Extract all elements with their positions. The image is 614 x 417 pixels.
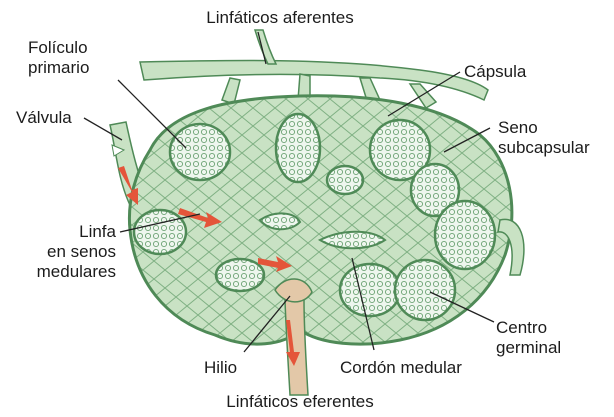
label-hilum: Hilio [204,358,237,378]
label-lymph: Linfa en senos medulares [8,222,116,282]
label-center-line2: germinal [496,338,561,358]
label-cord: Cordón medular [340,358,462,378]
label-lymph-line2: en senos [8,242,116,262]
label-follicle: Folículo primario [28,38,89,78]
label-valve: Válvula [16,108,72,128]
label-sinus: Seno subcapsular [498,118,590,158]
label-sinus-line1: Seno [498,118,590,138]
label-afferent: Linfáticos aferentes [180,8,380,28]
label-center-line1: Centro [496,318,561,338]
label-sinus-line2: subcapsular [498,138,590,158]
label-capsule: Cápsula [464,62,526,82]
label-center: Centro germinal [496,318,561,358]
label-lymph-line3: medulares [8,262,116,282]
label-follicle-line2: primario [28,58,89,78]
label-follicle-line1: Folículo [28,38,89,58]
label-efferent: Linfáticos eferentes [190,392,410,412]
efferent-vessel [285,300,308,395]
label-lymph-line1: Linfa [8,222,116,242]
